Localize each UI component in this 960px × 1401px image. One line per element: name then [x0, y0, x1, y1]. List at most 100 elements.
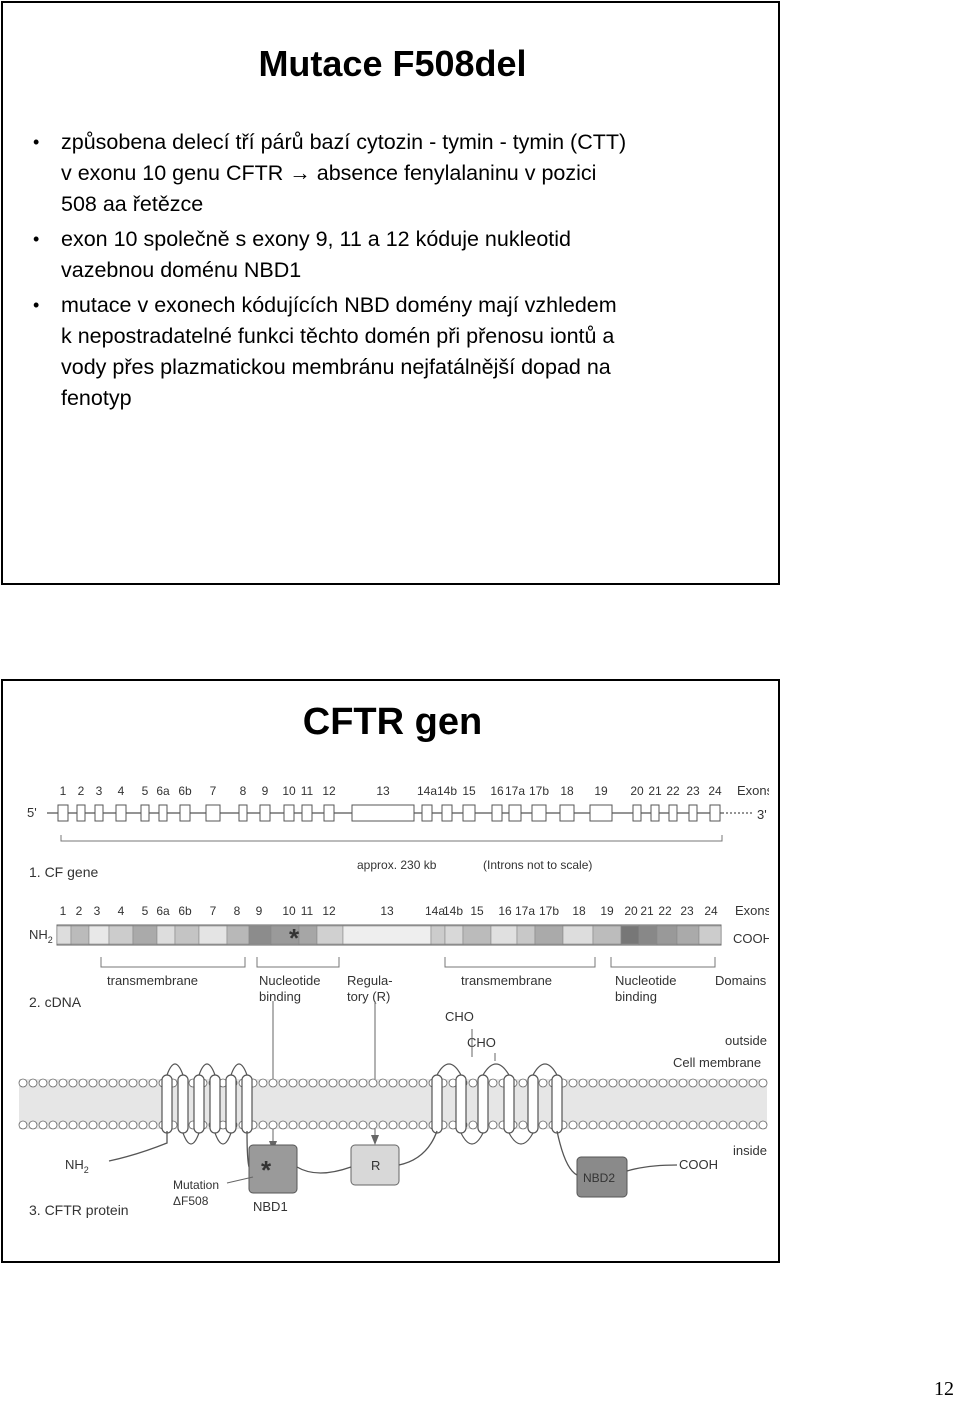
exon-number: 10 [282, 784, 296, 798]
lipid-head [368, 1078, 378, 1088]
helix-loop [230, 1063, 248, 1076]
domain-nbd2-line2: binding [615, 989, 657, 1004]
lipid-head [648, 1120, 658, 1130]
lipid-head [28, 1120, 38, 1130]
exon-box [57, 804, 69, 822]
lipid-head [628, 1078, 638, 1088]
cdna-exon-segment [108, 925, 134, 945]
exon-number: 14a [417, 784, 437, 798]
lipid-head [98, 1120, 108, 1130]
domain-nbd2-line1: Nucleotide [615, 973, 676, 988]
exon-number: 17a [505, 784, 525, 798]
domain-regulatory-line2: tory (R) [347, 989, 390, 1004]
domain-transmembrane-1: transmembrane [107, 973, 198, 988]
exon-box [94, 804, 104, 822]
bullet-list: způsobena delecí tří párů bazí cytozin -… [31, 127, 761, 418]
lipid-head [598, 1078, 608, 1088]
three-prime-label: 3' [757, 807, 767, 822]
exon-number: 11 [301, 784, 314, 798]
lipid-head [538, 1120, 548, 1130]
lipid-head [68, 1078, 78, 1088]
lipid-head [758, 1078, 768, 1088]
exon-number: 21 [648, 784, 662, 798]
transmembrane-helix [527, 1074, 539, 1134]
lipid-head [608, 1078, 618, 1088]
lipid-head [128, 1120, 138, 1130]
lipid-head [88, 1120, 98, 1130]
helix-loop [198, 1063, 216, 1076]
nbd1-box [248, 1144, 298, 1194]
lipid-head [638, 1078, 648, 1088]
lipid-head [278, 1120, 288, 1130]
bullet-item: způsobena delecí tří párů bazí cytozin -… [31, 127, 761, 220]
cdna-exon-segment [316, 925, 344, 945]
exon-number: 4 [118, 904, 125, 918]
lipid-head [518, 1120, 528, 1130]
cdna-exon-segment [592, 925, 622, 945]
cdna-exon-segment [132, 925, 158, 945]
lipid-head [378, 1078, 388, 1088]
mutation-label-line1: Mutation [173, 1178, 219, 1192]
lipid-head [348, 1120, 358, 1130]
exon-number: 2 [76, 904, 83, 918]
lipid-head [518, 1078, 528, 1088]
helix-loop [182, 1132, 200, 1145]
bullet-line: k nepostradatelné funkci těchto domén př… [61, 324, 615, 348]
exon-number: 7 [210, 904, 217, 918]
transmembrane-helix [455, 1074, 467, 1134]
r-pointer-arrow [371, 1135, 379, 1145]
lipid-head [388, 1078, 398, 1088]
domain-transmembrane-2: transmembrane [461, 973, 552, 988]
exon-box [491, 804, 503, 822]
lipid-head [578, 1078, 588, 1088]
exon-box [441, 804, 453, 822]
lipid-head [378, 1120, 388, 1130]
lipid-head [38, 1078, 48, 1088]
lipid-head [418, 1120, 428, 1130]
lipid-head [468, 1078, 478, 1088]
exon-number: 13 [376, 784, 390, 798]
exon-number: 7 [210, 784, 217, 798]
lipid-head [738, 1120, 748, 1130]
lipid-head [268, 1120, 278, 1130]
exon-number: 8 [234, 904, 241, 918]
cell-membrane-label: Cell membrane [673, 1055, 761, 1070]
helix-loop [532, 1063, 558, 1076]
page-number: 12 [934, 1378, 954, 1400]
nbd1-asterisk: * [261, 1155, 272, 1185]
exon-number: 15 [462, 784, 476, 798]
transmembrane-helix [193, 1074, 205, 1134]
nbd1-label: NBD1 [253, 1199, 288, 1214]
exons-label-cdna: Exons [735, 903, 769, 918]
introns-note: (Introns not to scale) [483, 858, 592, 872]
exon-number: 11 [301, 904, 314, 918]
helix-loop [166, 1063, 184, 1076]
lipid-head [148, 1078, 158, 1088]
exon-number: 23 [680, 904, 694, 918]
exon-box [158, 804, 168, 822]
lipid-head [328, 1120, 338, 1130]
lipid-head [688, 1078, 698, 1088]
exon-number: 5 [142, 784, 149, 798]
lipid-head [408, 1078, 418, 1088]
lipid-head [258, 1078, 268, 1088]
lipid-head [568, 1120, 578, 1130]
transmembrane-helix [503, 1074, 515, 1134]
mutation-label-line2: ΔF508 [173, 1194, 209, 1208]
lipid-head [388, 1120, 398, 1130]
lipid-head [368, 1120, 378, 1130]
lipid-head [718, 1078, 728, 1088]
slide-1: Mutace F508del způsobena delecí tří párů… [1, 1, 780, 585]
exon-box [688, 804, 698, 822]
bullet-line: vody přes plazmatickou membránu nejfatál… [61, 355, 611, 379]
exon-number: 17a [515, 904, 535, 918]
lipid-head [688, 1120, 698, 1130]
exons-label: Exons [737, 783, 769, 798]
lipid-head [338, 1078, 348, 1088]
lipid-head [668, 1078, 678, 1088]
nh2-label: NH2 [29, 927, 53, 945]
cooh-protein-label: COOH [679, 1157, 718, 1172]
cdna-exon-segment [638, 925, 658, 945]
exon-number: 18 [572, 904, 586, 918]
